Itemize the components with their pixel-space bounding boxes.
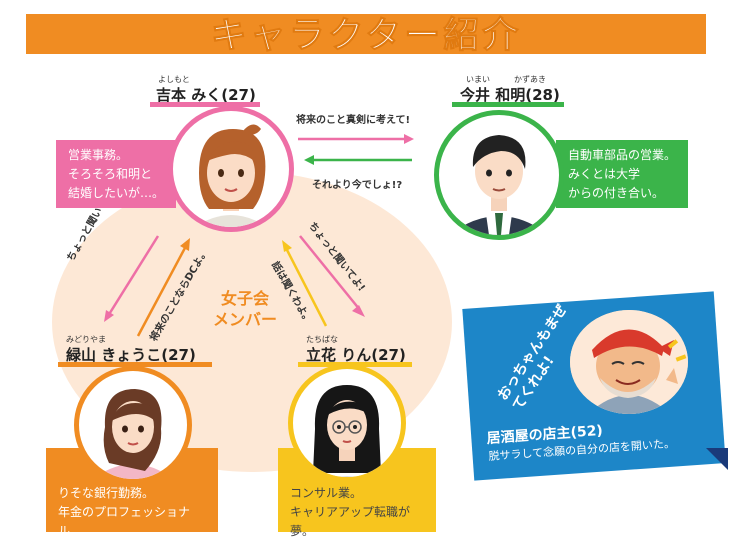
imai-ruby-family: いまい (466, 75, 490, 84)
arrow-miku-to-rin-line (299, 235, 361, 311)
imai-name-bar (452, 102, 564, 107)
arrow-head-miku-to-kazuaki (404, 134, 414, 144)
imai-info-box: 自動車部品の営業。 みくとは大学 からの付き合い。 (556, 140, 688, 208)
yoshimoto-info-box: 営業事務。 そろそろ和明と 結婚したいが…。 (56, 140, 176, 208)
arrow-text-miku-to-kazuaki: 将来のこと真剣に考えて! (296, 115, 411, 126)
arrow-head-miku-to-kyoko (104, 310, 114, 322)
owner-box-corner (706, 448, 728, 470)
imai-avatar (434, 110, 564, 240)
arrow-rin-to-miku-line (284, 247, 328, 327)
yoshimoto-ruby: よしもと (158, 75, 190, 84)
owner-avatar (570, 310, 688, 414)
yoshimoto-desc-2: そろそろ和明と (68, 167, 153, 181)
imai-name: 今井 和明(28) (460, 86, 560, 104)
midoriyama-desc-2: 年金のプロフェッショナル。 (58, 505, 191, 538)
imai-ruby-given: かずあき (514, 75, 546, 84)
tachibana-avatar (288, 364, 406, 482)
page-title: キャラクター紹介 (210, 15, 522, 57)
arrow-head-kyoko-to-miku (180, 238, 190, 251)
arrow-head-kazuaki-to-miku (304, 155, 314, 165)
yoshimoto-name-bar (150, 102, 260, 107)
tachibana-ruby: たちばな (306, 335, 338, 344)
midoriyama-desc-1: りそな銀行勤務。 (58, 486, 155, 500)
tachibana-desc-2: キャリアアップ転職が夢。 (290, 505, 411, 538)
imai-desc-3: からの付き合い。 (568, 186, 665, 200)
tachibana-name: 立花 りん(27) (306, 346, 406, 364)
arrow-text-kazuaki-to-miku: それより今でしょ!? (312, 180, 403, 191)
imai-desc-2: みくとは大学 (568, 167, 641, 181)
owner-speech: おっちゃんもまぜてくれよ! (486, 302, 571, 416)
imai-desc-1: 自動車部品の営業。 (568, 148, 677, 162)
arrow-head-rin-to-miku (282, 240, 292, 252)
arrow-miku-to-kyoko-line (106, 235, 160, 317)
arrow-kyoko-to-miku-line (136, 245, 188, 337)
group-label: 女子会 メンバー (205, 288, 285, 330)
midoriyama-name-bar (58, 362, 212, 367)
yoshimoto-desc-1: 営業事務。 (68, 148, 129, 162)
yoshimoto-name: 吉本 みく(27) (156, 86, 256, 104)
title-banner (26, 14, 706, 54)
midoriyama-name: 緑山 きょうこ(27) (66, 346, 196, 364)
group-label-line1: 女子会 (220, 289, 269, 308)
midoriyama-avatar (74, 366, 192, 484)
tachibana-desc-1: コンサル業。 (290, 486, 363, 500)
arrow-head-miku-to-rin (352, 305, 365, 317)
midoriyama-ruby: みどりやま (66, 335, 106, 344)
yoshimoto-avatar (168, 106, 294, 232)
group-label-line2: メンバー (212, 310, 277, 329)
yoshimoto-desc-3: 結婚したいが…。 (68, 186, 165, 200)
